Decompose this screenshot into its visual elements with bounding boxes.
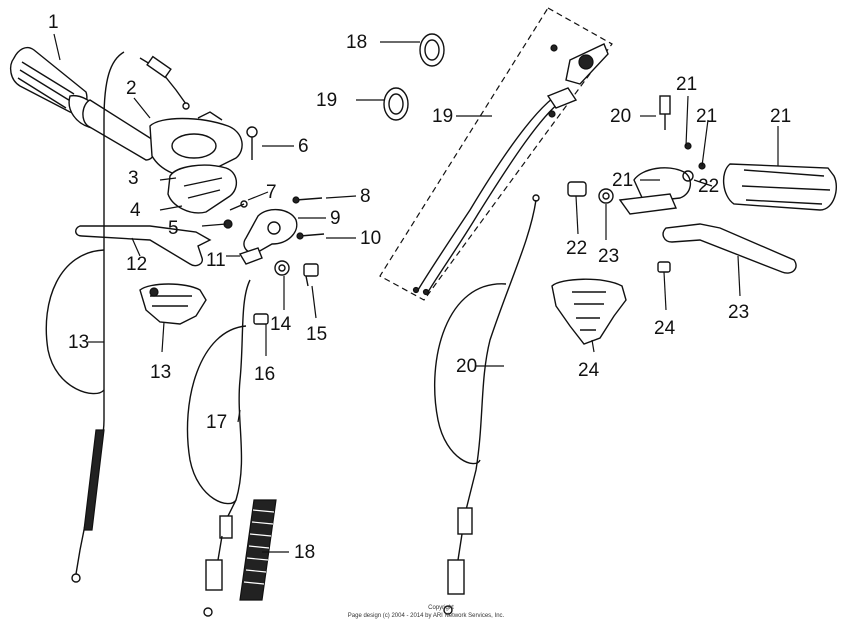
callout-8: 21 [770, 106, 791, 127]
switch-housing-right [551, 278, 627, 345]
small-parts-right [567, 95, 706, 273]
callout-4: 17 [206, 412, 227, 433]
page-design-line: Page design (c) 2004 - 2014 by ARI Netwo… [348, 613, 505, 619]
callout-9: 3 [128, 168, 139, 189]
lever-bracket-left [238, 209, 298, 265]
callout-21: 21 [696, 106, 717, 127]
callout-13: 9 [330, 208, 341, 229]
small-parts-left [223, 126, 325, 325]
throttle-cable-top [139, 55, 190, 110]
callout-22: 5 [168, 218, 179, 239]
callout-16: 23 [728, 302, 749, 323]
callout-3: 19 [432, 106, 453, 127]
callout-23: 24 [654, 318, 676, 339]
callout-12: 21 [612, 170, 633, 191]
callout-14: 12 [126, 254, 147, 275]
leader-lines [53, 33, 779, 553]
cable-3-panel [379, 7, 613, 301]
callout-6: 2 [126, 78, 137, 99]
clutch-lever-left [75, 225, 212, 267]
copyright-footer: Copyright Page design (c) 2004 - 2014 by… [348, 605, 505, 619]
throttle-grip-pipe [82, 99, 156, 161]
callout-22: 7 [266, 182, 277, 203]
callout-10: 4 [130, 200, 141, 221]
callout-23: 16 [254, 364, 275, 385]
callout-7: 1 [48, 12, 59, 33]
callout-1: 13 [68, 332, 89, 353]
clutch-cable-1 [45, 51, 125, 583]
callout-21: 8 [360, 186, 371, 207]
callout-15: 13 [150, 362, 171, 383]
callout-24: 19 [316, 90, 337, 111]
brake-cable-2 [434, 194, 540, 615]
callout-2: 20 [456, 356, 477, 377]
callout-18: 22 [566, 238, 587, 259]
callout-13: 22 [698, 176, 719, 197]
callout-18: 15 [306, 324, 327, 345]
band-clamps-24 [383, 33, 445, 121]
callout-19: 6 [298, 136, 309, 157]
throttle-housing-lower [167, 164, 237, 214]
callout-20: 14 [270, 314, 292, 335]
switch-housing-left [139, 283, 207, 325]
callout-20: 23 [598, 246, 619, 267]
callout-19: 20 [610, 106, 631, 127]
callout-numbers: 1 2 3 4 5 6 7 8 9 10 11 12 13 13 14 15 1… [48, 12, 791, 563]
lever-bracket-right [618, 167, 694, 215]
throttle-housing-upper [149, 111, 243, 178]
throttle-cable-4 [186, 279, 251, 617]
callout-21: 21 [676, 74, 697, 95]
copyright-line: Copyright [428, 605, 454, 611]
callout-11: 11 [206, 250, 226, 271]
callout-21: 10 [360, 228, 381, 249]
callout-24: 18 [346, 32, 367, 53]
spring-5 [239, 499, 277, 601]
callout-5: 18 [294, 542, 315, 563]
front-brake-lever [662, 223, 797, 274]
right-grip [723, 163, 838, 211]
callout-17: 24 [578, 360, 600, 381]
